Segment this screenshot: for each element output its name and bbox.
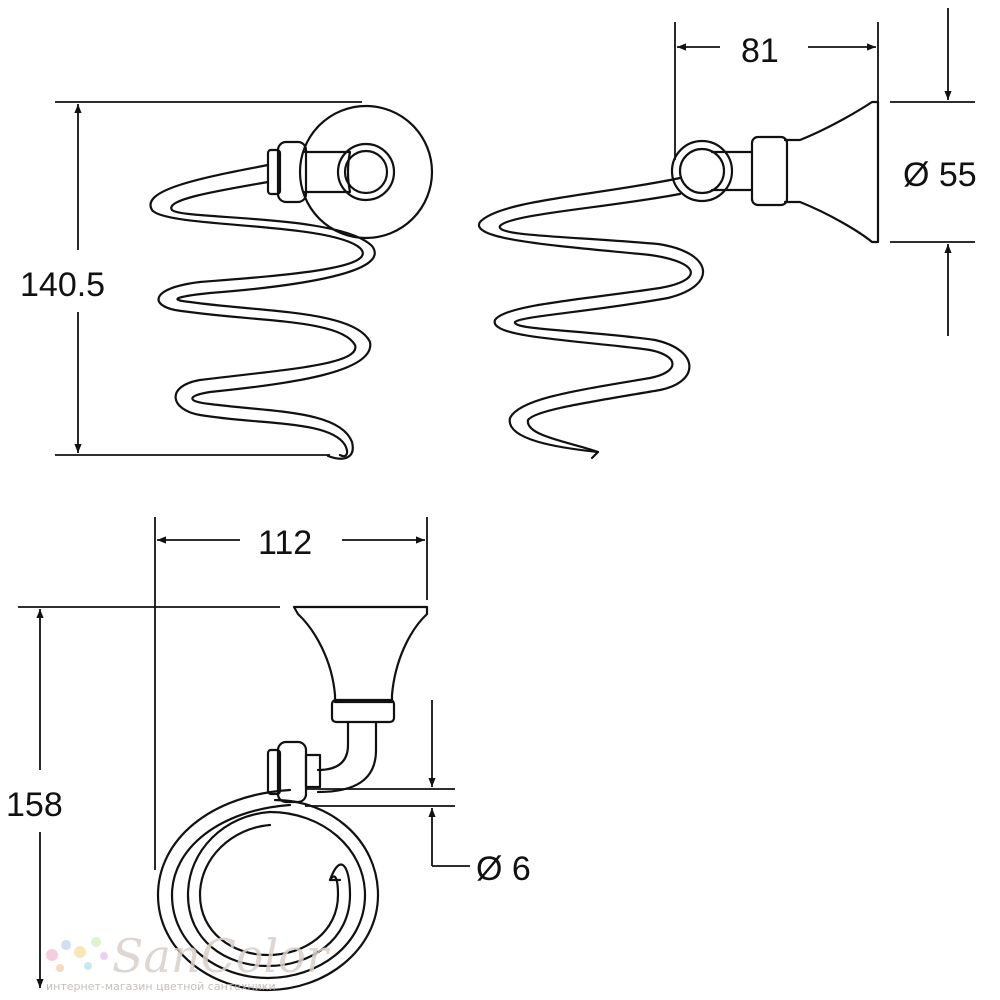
side-arm xyxy=(710,150,754,192)
bell-base-top xyxy=(292,605,429,704)
watermark-tagline: интернет-магазин цветной сантехники xyxy=(46,980,276,993)
bell-base xyxy=(783,100,880,244)
coil-wire xyxy=(156,788,380,992)
wall-plate-hub xyxy=(343,149,389,195)
dim-diameter-wire: Ø 6 xyxy=(476,850,531,888)
dim-width-bottom: 112 xyxy=(258,524,312,562)
base-ring xyxy=(750,135,789,207)
coil-collar xyxy=(276,740,308,804)
dim-height-top: 140.5 xyxy=(20,266,105,304)
collar xyxy=(276,140,308,204)
watermark-brand: SanColor xyxy=(112,929,331,983)
dim-depth-top: 81 xyxy=(741,32,779,70)
watermark-dots-icon xyxy=(46,937,108,972)
wall-plate xyxy=(298,104,434,240)
coil-collar-ring xyxy=(266,748,282,796)
spiral-wire-front xyxy=(149,163,376,460)
dim-height-bottom: 158 xyxy=(6,786,63,824)
base-ring-top xyxy=(330,698,396,724)
arm xyxy=(303,150,352,194)
dim-diameter-base: Ø 55 xyxy=(903,156,977,194)
side-collar xyxy=(670,139,734,203)
collar-ring xyxy=(266,148,282,196)
side-view: 81 Ø 55 xyxy=(477,8,977,460)
coil-collar-neck xyxy=(304,753,322,789)
side-collar-inner xyxy=(678,147,726,195)
top-view: Ø 6 112 158 xyxy=(6,517,531,992)
wall-plate-inner xyxy=(336,142,396,202)
spiral-wire-side xyxy=(477,176,704,460)
front-view: 140.5 xyxy=(20,101,434,460)
watermark: SanColor интернет-магазин цветной сантех… xyxy=(46,929,331,993)
elbow-arm xyxy=(316,720,378,794)
